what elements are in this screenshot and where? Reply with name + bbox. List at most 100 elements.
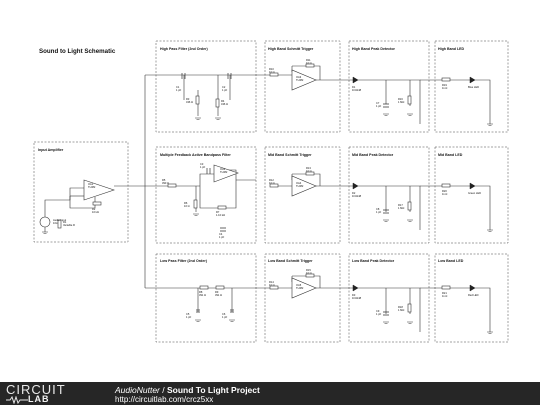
label-mfb: Multiple Feedback Active Bandpass Filter [160, 153, 231, 157]
label-line: R11 [306, 58, 311, 62]
opamp-oa3 [291, 69, 317, 91]
resistor-r8 [199, 285, 209, 290]
resistor-r19 [441, 77, 451, 82]
wires [44, 65, 491, 332]
separator: / [159, 385, 167, 395]
label-line: 1 pF [222, 315, 228, 319]
label-mid-peak: Mid Band Peak Detector [352, 153, 394, 157]
label-line: R7 [216, 210, 220, 214]
high-peak-border [348, 40, 430, 133]
label-line: R8 [199, 290, 203, 294]
resistor-r12 [269, 183, 279, 188]
label-line: OA5 [296, 283, 302, 287]
resistor-r9 [215, 285, 225, 290]
label-line: C5 [186, 312, 190, 316]
label-mid-schmitt: Mid Band Schmitt Trigger [268, 153, 312, 157]
label-line: 391 Ω [199, 293, 206, 297]
label-line: TL082 [296, 286, 304, 290]
label-line: 10 Ω [269, 283, 275, 287]
label-line: 436 Ω [221, 102, 228, 106]
label-hpf: High Pass Filter (2nd Order) [160, 47, 209, 51]
label-line: 436 Ω [186, 100, 193, 104]
label-line: OA4 [296, 181, 302, 185]
labels: Sound to Light Schematic Input Amplifier… [38, 47, 481, 319]
resistor-r3 [195, 95, 200, 105]
label-line: C9 [376, 309, 380, 313]
label-blue-led: Blue LED [468, 85, 479, 89]
label-line: 1.10 kΩ [216, 213, 225, 217]
resistor-r1 [57, 219, 62, 229]
resistor-r17 [407, 201, 412, 211]
resistor-r2 [92, 201, 102, 206]
label-line: OA1 [88, 182, 94, 186]
label-lpf: Low Pass Filter (2nd Order) [160, 259, 208, 263]
project-url[interactable]: http://circuitlab.com/crcz5xx [115, 395, 214, 404]
label-line: R12 [269, 178, 274, 182]
label-line: R4 [221, 99, 225, 103]
label-line: C2 [222, 85, 226, 89]
label-line: R17 [398, 203, 403, 207]
label-line: 1 pF [376, 210, 382, 214]
label-line: R10 [269, 67, 274, 71]
label-line: R16 [398, 97, 403, 101]
footer-bar: CIRCUIT LAB [0, 382, 540, 405]
label-line: TL082 [88, 185, 96, 189]
mfb-border [155, 146, 257, 244]
author-link[interactable]: AudioNutter [115, 385, 160, 395]
label-line: C1 [176, 85, 180, 89]
resistor-r10 [269, 72, 279, 77]
capacitors [181, 73, 389, 316]
low-led-border [434, 253, 509, 343]
label-line: R19 [442, 83, 447, 87]
label-line: 11 Ω [442, 294, 447, 298]
label-line: C7 [376, 101, 380, 105]
label-line: TL082 [296, 78, 304, 82]
label-line: 1 pF [376, 104, 382, 108]
resistor-r18 [407, 303, 412, 313]
high-led-border [434, 40, 509, 133]
label-line: D3 [352, 293, 356, 297]
label-line: 10 Ω [306, 61, 312, 65]
schematic-title: Sound to Light Schematic [39, 48, 116, 55]
footer-project-line: AudioNutter / Sound To Light Project [115, 385, 260, 395]
project-title: Sound To Light Project [166, 385, 260, 395]
lpf-border [155, 253, 257, 343]
schematic-canvas: Sound to Light Schematic Input Amplifier… [33, 40, 509, 343]
resistor-r5 [167, 183, 177, 188]
label-line: TL082 [220, 170, 228, 174]
resistor-r20 [441, 183, 451, 188]
resistor-r16 [407, 95, 412, 105]
led-red [469, 284, 476, 292]
resistor-r6 [193, 199, 198, 209]
circuitlab-logo[interactable]: CIRCUIT LAB [6, 383, 96, 404]
label-line: 1 MΩ [398, 100, 404, 104]
led-green [469, 182, 476, 190]
mid-peak-border [348, 146, 430, 244]
label-line: 1 pF [219, 235, 225, 239]
label-line: 1N4148 [352, 194, 362, 198]
diodes [352, 76, 476, 292]
logo-wave-icon [6, 396, 28, 404]
label-line: C4 [219, 232, 223, 236]
label-line: 1 pF [222, 88, 228, 92]
diode-d1 [352, 76, 359, 84]
label-green-led: Green LED [468, 191, 481, 195]
components-shapes [39, 63, 451, 313]
